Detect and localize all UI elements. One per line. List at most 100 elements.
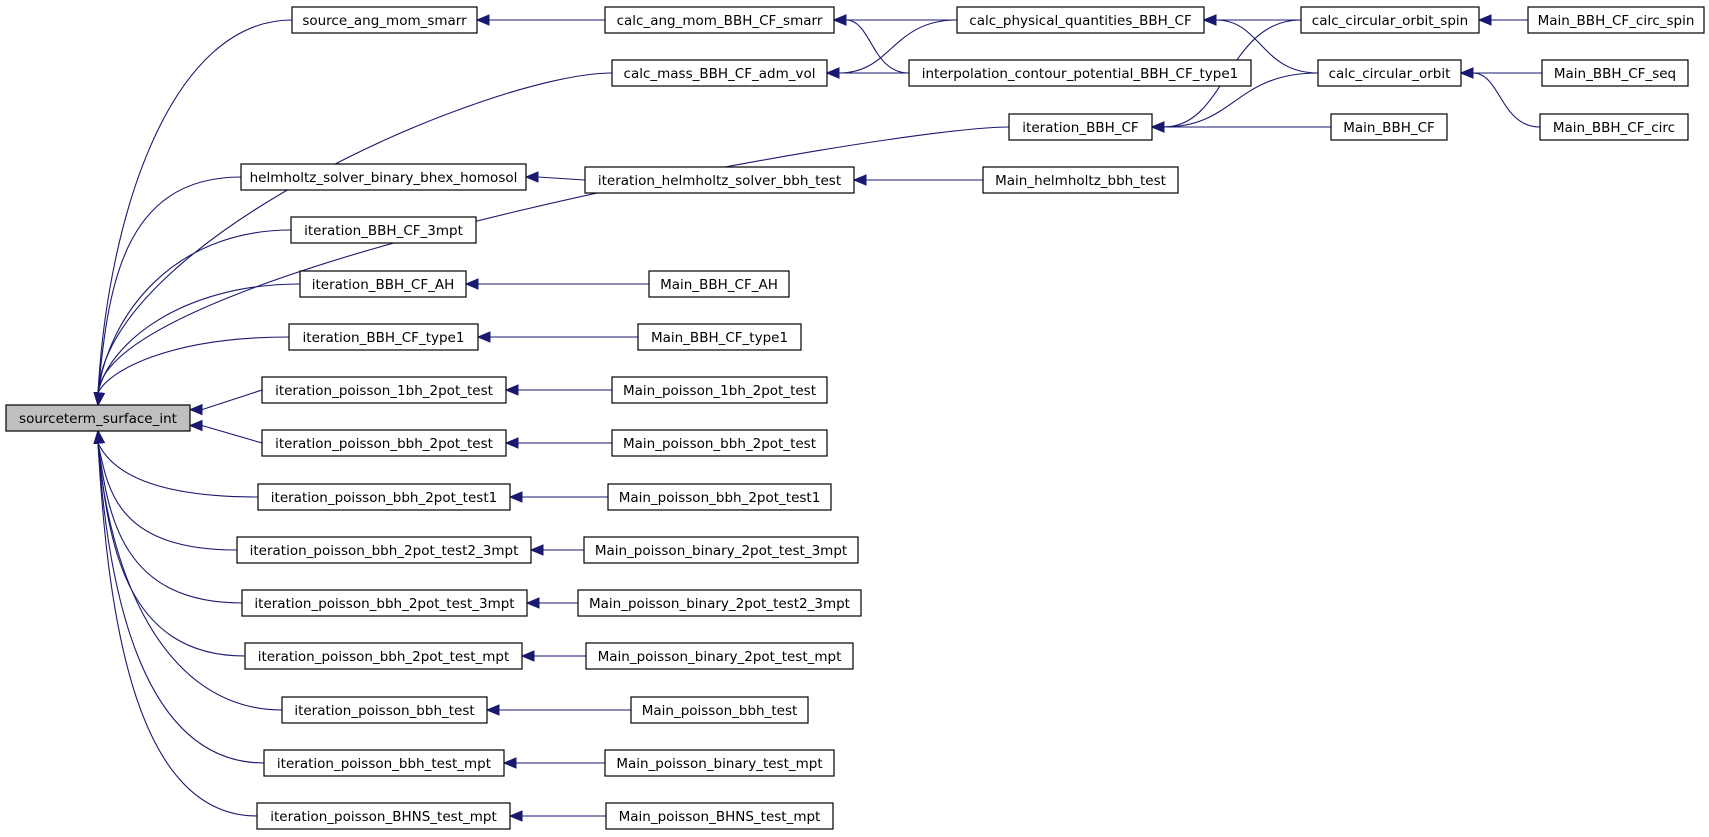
node-n8[interactable]: calc_circular_orbit — [1317, 59, 1462, 87]
edge-n32-to-n31 — [520, 650, 586, 662]
node-label: Main_poisson_bbh_2pot_test — [623, 436, 816, 452]
arrow-head — [1202, 14, 1217, 26]
node-n20[interactable]: Main_BBH_CF_type1 — [637, 323, 802, 351]
node-n21[interactable]: iteration_poisson_1bh_2pot_test — [261, 376, 507, 404]
node-n3[interactable]: calc_physical_quantities_BBH_CF — [956, 6, 1205, 34]
edge-n35-to-root — [93, 429, 265, 764]
edge-n11-to-n10 — [1150, 121, 1331, 133]
node-n1[interactable]: source_ang_mom_smarr — [291, 6, 478, 34]
node-box — [611, 376, 828, 404]
node-n32[interactable]: Main_poisson_binary_2pot_test_mpt — [585, 642, 854, 670]
node-n17[interactable]: iteration_BBH_CF_AH — [299, 270, 467, 298]
node-n15[interactable]: Main_helmholtz_bbh_test — [982, 166, 1179, 194]
node-n2[interactable]: calc_ang_mom_BBH_CF_smarr — [604, 6, 835, 34]
edge-n24-to-n23 — [504, 437, 612, 449]
edge-n26-to-n25 — [508, 491, 608, 503]
node-n27[interactable]: iteration_poisson_bbh_2pot_test2_3mpt — [236, 536, 532, 564]
node-n29[interactable]: iteration_poisson_bbh_2pot_test_3mpt — [241, 589, 528, 617]
arrow-head — [476, 331, 491, 343]
arrow-head — [825, 67, 840, 79]
node-box — [630, 696, 809, 724]
node-n16[interactable]: iteration_BBH_CF_3mpt — [290, 216, 477, 244]
edge-line — [1472, 72, 1541, 128]
node-n38[interactable]: Main_poisson_BHNS_test_mpt — [605, 802, 834, 830]
node-label: Main_poisson_binary_test_mpt — [616, 756, 822, 772]
edge-line — [97, 442, 243, 604]
node-n14[interactable]: iteration_helmholtz_solver_bbh_test — [584, 166, 855, 194]
node-label: Main_BBH_CF_seq — [1554, 66, 1676, 82]
arrow-head — [1150, 121, 1165, 133]
node-n31[interactable]: iteration_poisson_bbh_2pot_test_mpt — [244, 642, 523, 670]
node-box — [648, 270, 790, 298]
node-label: Main_BBH_CF — [1343, 120, 1435, 136]
node-box — [256, 802, 511, 830]
node-label: calc_mass_BBH_CF_adm_vol — [624, 66, 816, 82]
edge-n30-to-n29 — [525, 597, 578, 609]
node-box — [604, 749, 835, 777]
node-n5[interactable]: Main_BBH_CF_circ_spin — [1527, 6, 1705, 34]
edge-n12-to-n8 — [1459, 67, 1541, 128]
arrow-head — [504, 384, 519, 396]
node-n36[interactable]: Main_poisson_binary_test_mpt — [604, 749, 835, 777]
node-n23[interactable]: iteration_poisson_bbh_2pot_test — [261, 429, 507, 457]
edge-n28-to-n27 — [529, 544, 584, 556]
edge-n13-to-root — [93, 176, 242, 407]
node-n13[interactable]: helmholtz_solver_binary_bhex_homosol — [240, 163, 527, 191]
edge-line — [97, 126, 1010, 394]
edge-n36-to-n35 — [502, 757, 605, 769]
edge-n25-to-root — [93, 429, 259, 498]
node-box — [1008, 113, 1153, 141]
node-n10[interactable]: iteration_BBH_CF — [1008, 113, 1153, 141]
arrow-head — [508, 810, 523, 822]
node-n4[interactable]: calc_circular_orbit_spin — [1300, 6, 1480, 34]
node-box — [1330, 113, 1448, 141]
arrow-head — [502, 757, 517, 769]
node-label: iteration_poisson_bbh_2pot_test1 — [271, 490, 497, 506]
edge-line — [201, 424, 263, 444]
node-n34[interactable]: Main_poisson_bbh_test — [630, 696, 809, 724]
node-n19[interactable]: iteration_BBH_CF_type1 — [288, 323, 479, 351]
arrow-head — [1477, 14, 1492, 26]
arrow-head — [1459, 67, 1474, 79]
edge-line — [97, 442, 265, 764]
node-n37[interactable]: iteration_poisson_BHNS_test_mpt — [256, 802, 511, 830]
edge-line — [97, 442, 258, 817]
edge-n2-to-n1 — [475, 14, 605, 26]
node-n33[interactable]: iteration_poisson_bbh_test — [281, 696, 488, 724]
node-n6[interactable]: calc_mass_BBH_CF_adm_vol — [611, 59, 828, 87]
node-n26[interactable]: Main_poisson_bbh_2pot_test1 — [607, 483, 832, 511]
node-n30[interactable]: Main_poisson_binary_2pot_test2_3mpt — [577, 589, 862, 617]
arrow-head — [93, 429, 105, 445]
node-n25[interactable]: iteration_poisson_bbh_2pot_test1 — [257, 483, 511, 511]
edge-line — [97, 442, 259, 498]
node-label: iteration_poisson_bbh_2pot_test — [275, 436, 493, 452]
node-label: Main_BBH_CF_type1 — [651, 330, 788, 346]
edge-line — [97, 283, 301, 394]
arrow-head — [852, 174, 867, 186]
arrow-head — [524, 171, 539, 183]
node-n9[interactable]: Main_BBH_CF_seq — [1541, 59, 1689, 87]
node-box — [607, 483, 832, 511]
node-n24[interactable]: Main_poisson_bbh_2pot_test — [611, 429, 828, 457]
node-box — [1317, 59, 1462, 87]
arrow-head — [508, 491, 523, 503]
node-root[interactable]: sourceterm_surface_int — [5, 404, 191, 432]
node-n18[interactable]: Main_BBH_CF_AH — [648, 270, 790, 298]
edges-layer — [93, 14, 1542, 822]
node-box — [290, 216, 477, 244]
node-n12[interactable]: Main_BBH_CF_circ — [1539, 113, 1689, 141]
node-label: Main_BBH_CF_AH — [660, 277, 778, 293]
node-n35[interactable]: iteration_poisson_bbh_test_mpt — [263, 749, 505, 777]
node-n7[interactable]: interpolation_contour_potential_BBH_CF_t… — [908, 59, 1252, 87]
node-n28[interactable]: Main_poisson_binary_2pot_test_3mpt — [583, 536, 859, 564]
edge-line — [97, 442, 238, 551]
node-n22[interactable]: Main_poisson_1bh_2pot_test — [611, 376, 828, 404]
edge-n14-to-n13 — [524, 171, 586, 183]
edge-n19-to-root — [93, 336, 290, 407]
node-box — [584, 166, 855, 194]
edge-n5-to-n4 — [1477, 14, 1528, 26]
node-n11[interactable]: Main_BBH_CF — [1330, 113, 1448, 141]
node-label: iteration_BBH_CF_3mpt — [304, 223, 463, 239]
node-box — [244, 642, 523, 670]
node-box — [281, 696, 488, 724]
